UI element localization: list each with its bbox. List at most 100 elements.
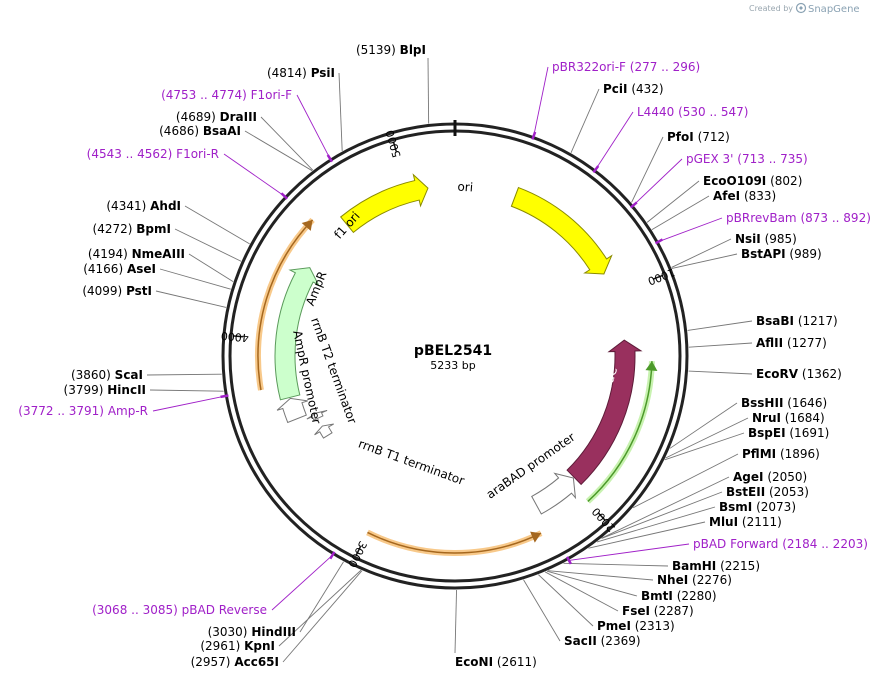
site-leader-line (563, 562, 669, 567)
features (274, 173, 643, 515)
enzyme-label-NruI: NruI (1684) (752, 411, 825, 425)
primer-site-mark (592, 165, 600, 174)
site-leader-line (174, 228, 242, 262)
primer-label-pBR322ori-F: pBR322ori-F (277 .. 296) (552, 60, 700, 74)
enzyme-label-EcoNI: EcoNI (2611) (455, 655, 537, 669)
primer-site-mark (329, 551, 336, 560)
enzyme-label-BlpI: (5139) BlpI (356, 43, 426, 57)
site-leader-line (533, 66, 549, 136)
enzyme-label-PmeI: PmeI (2313) (597, 619, 675, 633)
enzyme-label-EcoRV: EcoRV (1362) (756, 367, 842, 381)
enzyme-label-MluI: MluI (2111) (709, 515, 782, 529)
site-leader-line (427, 57, 430, 124)
site-leader-line (152, 395, 225, 412)
enzyme-label-BsaAI: (4686) BsaAI (159, 124, 241, 138)
primer-label-pBAD-Reverse: (3068 .. 3085) pBAD Reverse (92, 603, 267, 617)
annotation-arc-orange-arrowhead (530, 531, 542, 543)
feature-araC-arrow (566, 339, 643, 486)
enzyme-label-AhdI: (4341) AhdI (106, 199, 181, 213)
site-leader-line (568, 543, 690, 561)
primer-site-mark (280, 192, 289, 200)
enzyme-label-PflMI: PflMI (1896) (742, 447, 820, 461)
site-leader-line (631, 136, 664, 203)
enzyme-label-AflII: AflII (1277) (756, 336, 827, 350)
coordinate-tick (355, 546, 362, 557)
site-leader-line (669, 402, 738, 449)
enzyme-label-NheI: NheI (2276) (657, 573, 732, 587)
primer-site-mark (629, 201, 638, 209)
enzyme-label-DraIII: (4689) DraIII (176, 110, 257, 124)
site-leader-line (595, 111, 634, 170)
snapgene-logo-icon (795, 2, 807, 14)
coordinate-tick (232, 335, 243, 338)
site-leader-line (299, 561, 344, 633)
enzyme-label-PstI: (4099) PstI (82, 284, 152, 298)
site-leader-line (538, 574, 594, 627)
site-leader-line (546, 570, 638, 597)
enzyme-label-NsiI: NsiI (985) (735, 232, 797, 246)
site-leader-line (523, 579, 561, 642)
site-leader-line (632, 453, 739, 509)
primer-label-pBRrevBam: pBRrevBam (873 .. 892) (726, 211, 871, 225)
site-leader-line (588, 521, 706, 549)
enzyme-label-BsmI: BsmI (2073) (719, 500, 796, 514)
annotation-arc-orange-line (367, 531, 542, 554)
enzyme-label-AseI: (4166) AseI (83, 262, 156, 276)
enzyme-label-PfoI: PfoI (712) (667, 130, 730, 144)
site-leader-line (155, 290, 227, 308)
site-leader-line (664, 432, 745, 461)
snapgene-brand: Created by SnapGene (749, 2, 860, 15)
primer-site-mark (531, 131, 537, 140)
site-labels: (5139) BlpI(4814) PsiI(4753 .. 4774) F1o… (18, 43, 871, 669)
plasmid-length: 5233 bp (430, 359, 475, 372)
enzyme-label-BsaBI: BsaBI (1217) (756, 314, 838, 328)
site-leader-line (658, 217, 723, 242)
site-leader-line (260, 116, 314, 171)
feature-f1-ori-arrow (339, 173, 429, 234)
feature-ampR-promoter-arrow (276, 397, 308, 424)
coordinate-tick (598, 512, 606, 522)
site-leader-line (278, 569, 362, 647)
feature-araBAD-promoter-arrow (531, 472, 577, 515)
primer-label-pGEX-3-: pGEX 3' (713 .. 735) (686, 152, 808, 166)
coordinate-tick (392, 141, 397, 152)
site-leader-line (184, 205, 250, 245)
enzyme-label-KpnI: (2961) KpnI (200, 639, 275, 653)
primer-label-Amp-R: (3772 .. 3791) Amp-R (18, 404, 148, 418)
site-leader-line (596, 506, 716, 543)
primer-label-pBAD-Forward: pBAD Forward (2184 .. 2203) (693, 537, 868, 551)
annotation-arc-orange-arrowhead (301, 219, 313, 231)
site-leader-line (601, 476, 730, 539)
site-leader-line (454, 589, 457, 654)
primer-site-mark (326, 154, 334, 163)
enzyme-label-BspEI: BspEI (1691) (748, 426, 829, 440)
primer-label-L4440: L4440 (530 .. 547) (637, 105, 749, 119)
enzyme-label-FseI: FseI (2287) (622, 604, 694, 618)
site-leader-line (665, 417, 749, 459)
enzyme-label-AgeI: AgeI (2050) (733, 470, 807, 484)
enzyme-label-ScaI: (3860) ScaI (71, 368, 143, 382)
primer-marks (220, 131, 664, 565)
primer-site-mark (220, 394, 229, 399)
site-leader-line (651, 195, 710, 230)
created-by-text: Created by (749, 4, 793, 13)
site-leader-line (671, 253, 738, 269)
enzyme-label-BpmI: (4272) BpmI (93, 222, 171, 236)
enzyme-label-HindIII: (3030) HindIII (208, 625, 296, 639)
coordinate-tick-label: 2000 (589, 505, 617, 534)
site-leader-line (646, 180, 700, 223)
feature-label-rrnB-T1-terminator: rrnB T1 terminator (357, 437, 467, 488)
primer-site-mark (565, 556, 572, 565)
enzyme-label-SacII: SacII (2369) (564, 634, 641, 648)
site-leader-line (282, 570, 363, 663)
feature-rrnB-T1-terminator-arrow (314, 423, 335, 439)
enzyme-label-BamHI: BamHI (2215) (672, 559, 760, 573)
annotation-arc-orange-line (257, 219, 314, 391)
site-leader-line (149, 389, 224, 392)
site-leader-line (570, 88, 600, 153)
feature-AmpR-arrow (274, 267, 320, 401)
coordinate-tick-label: 5000 (383, 128, 403, 159)
enzyme-label-AfeI: AfeI (833) (713, 189, 776, 203)
site-leader-line (296, 94, 331, 159)
